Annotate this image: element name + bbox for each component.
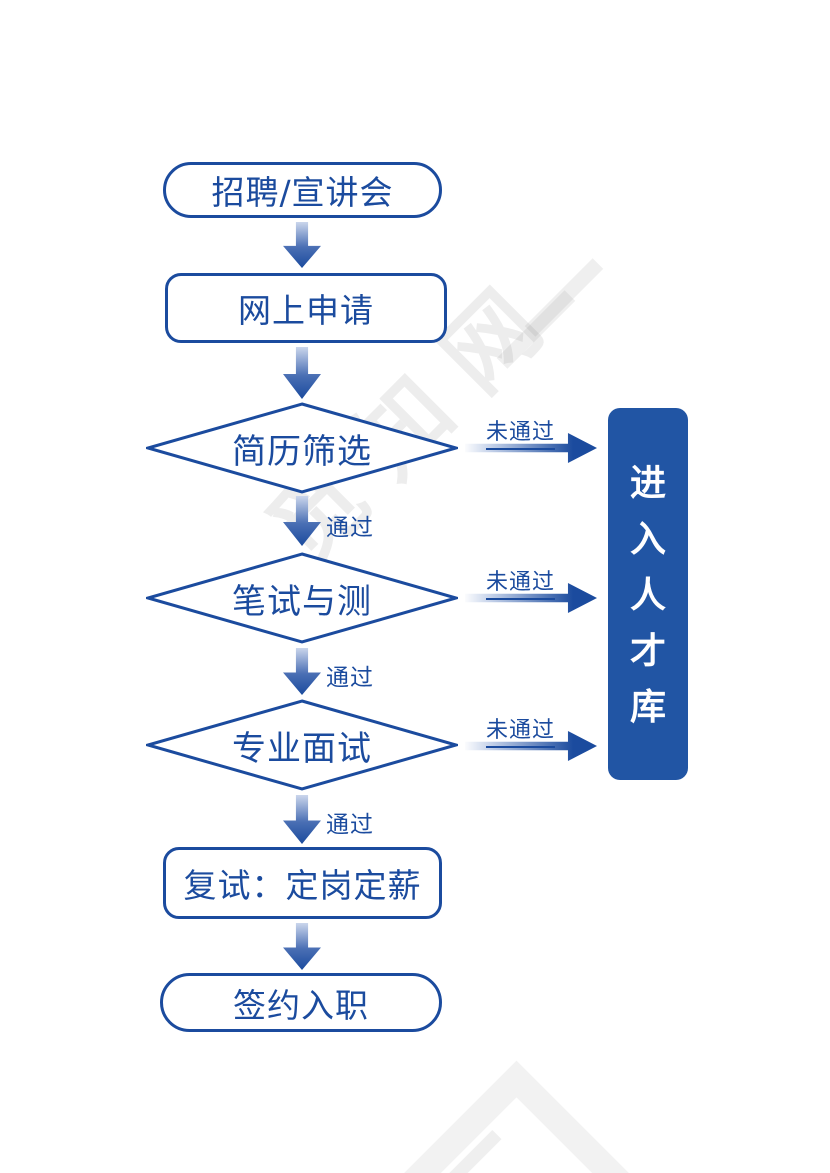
arrow-down-icon [283, 496, 321, 546]
diamond-shape [146, 402, 458, 494]
arrow-down-icon [283, 923, 321, 970]
flow-node-talent-pool-label: 进入人才库 [629, 463, 666, 728]
diamond-shape [146, 552, 458, 644]
edge-label-fail: 未通过 [486, 564, 556, 600]
flow-node-sign-onboard: 签约入职 [160, 973, 442, 1032]
flow-node-final-interview-label: 复试：定岗定薪 [183, 866, 422, 905]
flow-node-start: 招聘/宣讲会 [163, 162, 442, 218]
edge-label-pass: 通过 [326, 665, 374, 691]
flow-node-pro-interview-label: 专业面试 [232, 728, 372, 769]
edge-label-fail: 未通过 [486, 414, 556, 450]
watermark-stripe [448, 1129, 502, 1173]
flow-node-resume-screening: 简历筛选 [146, 402, 458, 494]
arrow-down-icon [283, 222, 321, 268]
flow-node-written-test-label: 笔试与测 [232, 581, 372, 622]
flow-node-online-apply-label: 网上申请 [238, 291, 374, 330]
edge-label-pass: 通过 [326, 515, 374, 541]
arrow-down-icon [283, 795, 321, 844]
flow-node-sign-onboard-label: 签约入职 [233, 985, 369, 1025]
diamond-shape [146, 699, 458, 791]
watermark-stripe [524, 258, 604, 337]
flow-node-written-test: 笔试与测 [146, 552, 458, 644]
edge-label-fail: 未通过 [486, 712, 556, 748]
flow-node-talent-pool: 进入人才库 [608, 408, 688, 780]
flow-node-online-apply: 网上申请 [165, 273, 447, 343]
watermark-stripe [496, 290, 576, 369]
flow-node-resume-screening-label: 简历筛选 [232, 431, 372, 472]
edge-label-pass: 通过 [326, 812, 374, 838]
watermark-diamond-outline [320, 1060, 713, 1173]
flow-node-final-interview: 复试：定岗定薪 [163, 847, 442, 919]
arrow-down-icon [283, 648, 321, 695]
flow-node-pro-interview: 专业面试 [146, 699, 458, 791]
flow-node-start-label: 招聘/宣讲会 [211, 173, 394, 212]
arrow-down-icon [283, 347, 321, 399]
